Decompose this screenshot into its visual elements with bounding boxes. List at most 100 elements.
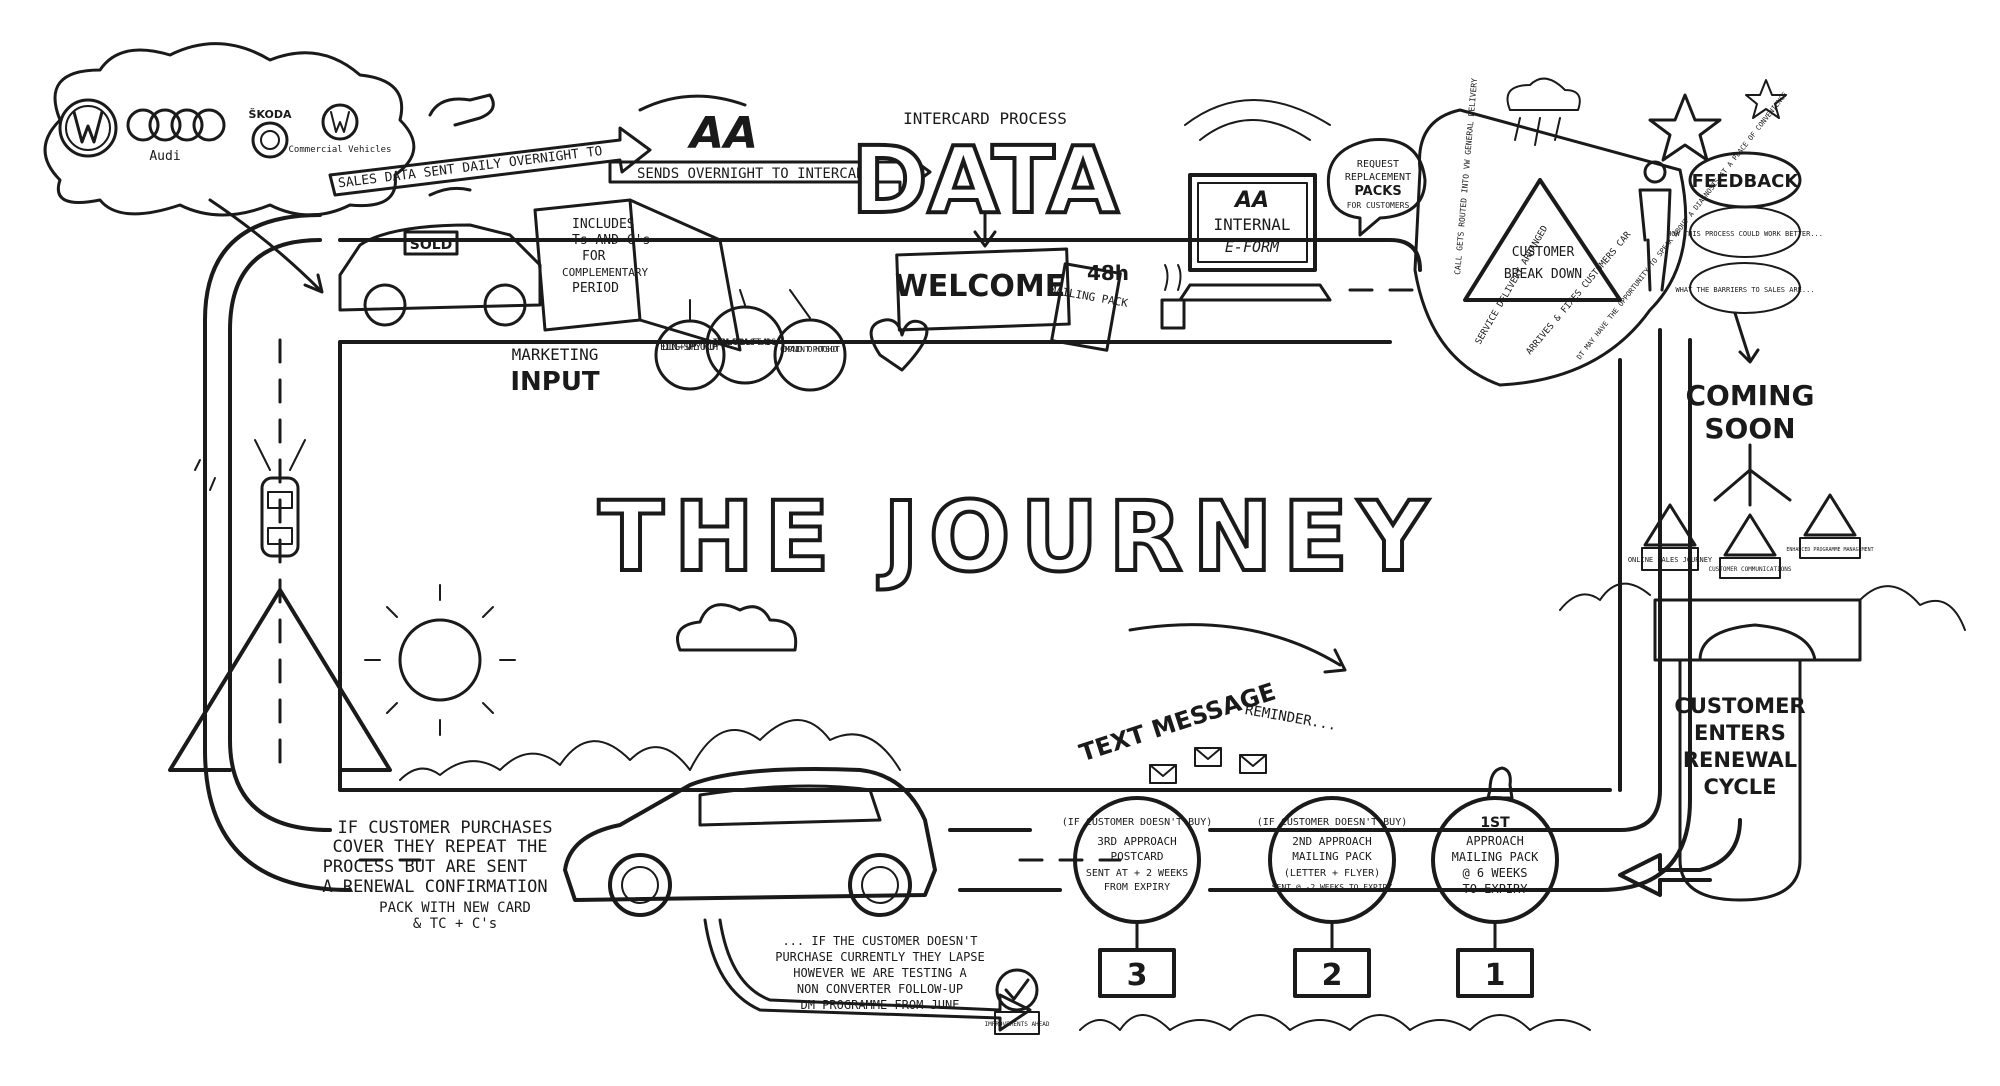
cloud-rain-icon — [1506, 77, 1581, 146]
breakdown-note1: CALL GETS ROUTED INTO VW GENERAL DELIVER… — [1453, 77, 1479, 275]
heart-icon — [869, 318, 929, 372]
approach-3: (IF CUSTOMER DOESN'T BUY) 3RD APPROACH P… — [1062, 796, 1213, 998]
skoda-label: ŠKODA — [249, 108, 292, 121]
approach-1-line5: TO EXPIRY — [1462, 882, 1528, 896]
main-title: THE JOURNEY — [598, 481, 1437, 593]
eform-bubble4: FOR CUSTOMERS — [1347, 201, 1410, 210]
marketing-circle1: EDITING + SUPPLY OF COPY — [660, 342, 720, 353]
bird-icon — [1486, 766, 1514, 800]
vw-logo-icon — [58, 98, 118, 158]
cloud-icon — [676, 603, 798, 652]
purchase-line3: PROCESS BUT ARE SENT — [323, 857, 528, 877]
lapse-line5: DM PROGRAMME FROM JUNE — [801, 998, 960, 1012]
approach-1-line1: 1ST — [1480, 815, 1510, 831]
purchase-line6: & TC + C's — [413, 916, 497, 932]
improvements-sign: IMPROVEMENTS AHEAD — [984, 1021, 1049, 1028]
approach-3-line3: POSTCARD — [1111, 850, 1164, 863]
marketing-circle2: INTERNAL APPROVAL OF Ts AND Cs — [712, 338, 778, 348]
car-topview — [194, 439, 306, 558]
eform-bubble2: REPLACEMENT — [1345, 172, 1411, 183]
text-reminder-small: REMINDER... — [1244, 702, 1338, 734]
approach-2-number: 2 — [1322, 958, 1343, 993]
approach-3-number: 3 — [1127, 958, 1148, 993]
feedback-block: FEEDBACK HOW THIS PROCESS COULD WORK BET… — [1648, 79, 1823, 364]
eform-label: E-FORM — [1225, 238, 1280, 256]
lapse-line4: NON CONVERTER FOLLOW-UP — [797, 982, 963, 996]
vw-commercial-logo-icon — [321, 103, 359, 141]
approach-1: 1ST APPROACH MAILING PACK @ 6 WEEKS TO E… — [1431, 766, 1559, 998]
data-block: INTERCARD PROCESS DATA WELCOME 48h MAILI… — [849, 109, 1129, 372]
purchase-line5: PACK WITH NEW CARD — [379, 900, 531, 916]
sends-overnight-text: SENDS OVERNIGHT TO INTERCARD — [637, 166, 873, 182]
coming-soon: COMING SOON ONLINE SALES JOURNEY CUSTOME… — [1628, 379, 1874, 579]
coming-soon-line2: SOON — [1704, 412, 1795, 445]
welcome-text: WELCOME — [895, 269, 1066, 304]
lapse-line2: PURCHASE CURRENTLY THEY LAPSE — [775, 950, 985, 964]
approach-1-line2: APPROACH — [1466, 834, 1524, 848]
breakdown-sign1: CUSTOMER — [1512, 245, 1575, 260]
audi-label: Audi — [149, 149, 180, 164]
commercial-label: Commercial Vehicles — [289, 145, 392, 155]
hours-text: 48h — [1087, 261, 1129, 285]
marketing-input: MARKETING INPUT EDITING + SUPPLY OF COPY… — [510, 289, 847, 397]
book-line4: COMPLEMENTARY — [562, 266, 648, 279]
road-loop — [203, 213, 1692, 892]
approach-2-line5: SENT @ -2 WEEKS TO EXPIRY — [1272, 883, 1393, 892]
purchase-line2: COVER THEY REPEAT THE — [333, 837, 548, 857]
lapse-line3: HOWEVER WE ARE TESTING A — [793, 966, 967, 980]
marketing-line2: INPUT — [510, 367, 600, 397]
brand-cloud: Audi ŠKODA Commercial Vehicles — [43, 42, 416, 294]
marketing-line1: MARKETING — [512, 345, 599, 364]
coming-soon-sign1: ONLINE SALES JOURNEY — [1628, 556, 1713, 564]
terms-book: INCLUDES Ts AND C's FOR COMPLEMENTARY PE… — [533, 198, 742, 352]
book-line2: Ts AND C's — [572, 233, 650, 248]
aa-logo-top: AA — [687, 108, 758, 159]
book-line3: FOR — [582, 249, 606, 264]
sold-sign: SOLD — [410, 237, 453, 253]
mug-icon — [1160, 264, 1186, 330]
hand-icon — [428, 93, 495, 197]
sold-car: SOLD — [338, 223, 542, 327]
approach-2-line1: (IF CUSTOMER DOESN'T BUY) — [1257, 817, 1408, 828]
person-icon — [1638, 160, 1672, 292]
feedback-title: FEEDBACK — [1692, 171, 1800, 192]
approach-2: (IF CUSTOMER DOESN'T BUY) 2ND APPROACH M… — [1257, 796, 1408, 998]
skoda-logo-icon — [251, 121, 289, 159]
approach-3-line1: (IF CUSTOMER DOESN'T BUY) — [1062, 817, 1213, 828]
treeline — [399, 582, 1966, 1031]
sun-icon — [364, 584, 516, 736]
breakdown-sign2: BREAK DOWN — [1504, 267, 1582, 282]
renewal-line1: CUSTOMER — [1674, 694, 1805, 718]
intercard-process-text: INTERCARD PROCESS — [903, 109, 1067, 128]
coming-soon-sign2: CUSTOMER COMMUNICATIONS — [1708, 566, 1791, 573]
breakdown-note4: DT MAY HAVE THE OPPORTUNITY TO SPEAK ABO… — [1575, 91, 1789, 362]
approach-1-line3: MAILING PACK — [1452, 850, 1539, 864]
coming-soon-sign3: ENHANCED PROGRAMME MANAGEMENT — [1786, 547, 1873, 553]
eform-internal: INTERNAL — [1213, 215, 1290, 234]
coming-soon-line1: COMING — [1685, 379, 1814, 412]
book-line5: PERIOD — [572, 281, 619, 296]
car-bottom — [563, 767, 937, 917]
approach-2-line3: MAILING PACK — [1292, 850, 1372, 863]
check-icon — [995, 968, 1039, 1012]
bridge-renewal: CUSTOMER ENTERS RENEWAL CYCLE — [1618, 598, 1862, 902]
renewal-line3: RENEWAL — [1683, 748, 1797, 772]
approach-2-line2: 2ND APPROACH — [1292, 835, 1371, 848]
up-arrow — [168, 588, 392, 772]
text-reminder-big: TEXT MESSAGE — [1076, 677, 1279, 767]
approach-3-line2: 3RD APPROACH — [1097, 835, 1176, 848]
text-reminder: TEXT MESSAGE REMINDER... — [1076, 623, 1347, 784]
music-note-icon — [194, 459, 216, 491]
eform-bubble1: REQUEST — [1357, 159, 1399, 170]
eform-aa: AA — [1233, 188, 1269, 213]
approach-1-number: 1 — [1485, 958, 1506, 993]
purchase-note: IF CUSTOMER PURCHASES COVER THEY REPEAT … — [322, 818, 552, 932]
purchase-line1: IF CUSTOMER PURCHASES — [338, 818, 553, 838]
lapse-line1: ... IF THE CUSTOMER DOESN'T — [782, 934, 977, 948]
approach-1-line4: @ 6 WEEKS — [1462, 866, 1527, 880]
marketing-circle3: COMPANION TO PHOTOSHOOT — [780, 345, 840, 354]
eform-computer: AA INTERNAL E-FORM REQUEST REPLACEMENT P… — [1160, 99, 1427, 330]
purchase-line4: A RENEWAL CONFIRMATION — [322, 877, 547, 897]
approach-3-line4: SENT AT + 2 WEEKS — [1086, 868, 1188, 879]
